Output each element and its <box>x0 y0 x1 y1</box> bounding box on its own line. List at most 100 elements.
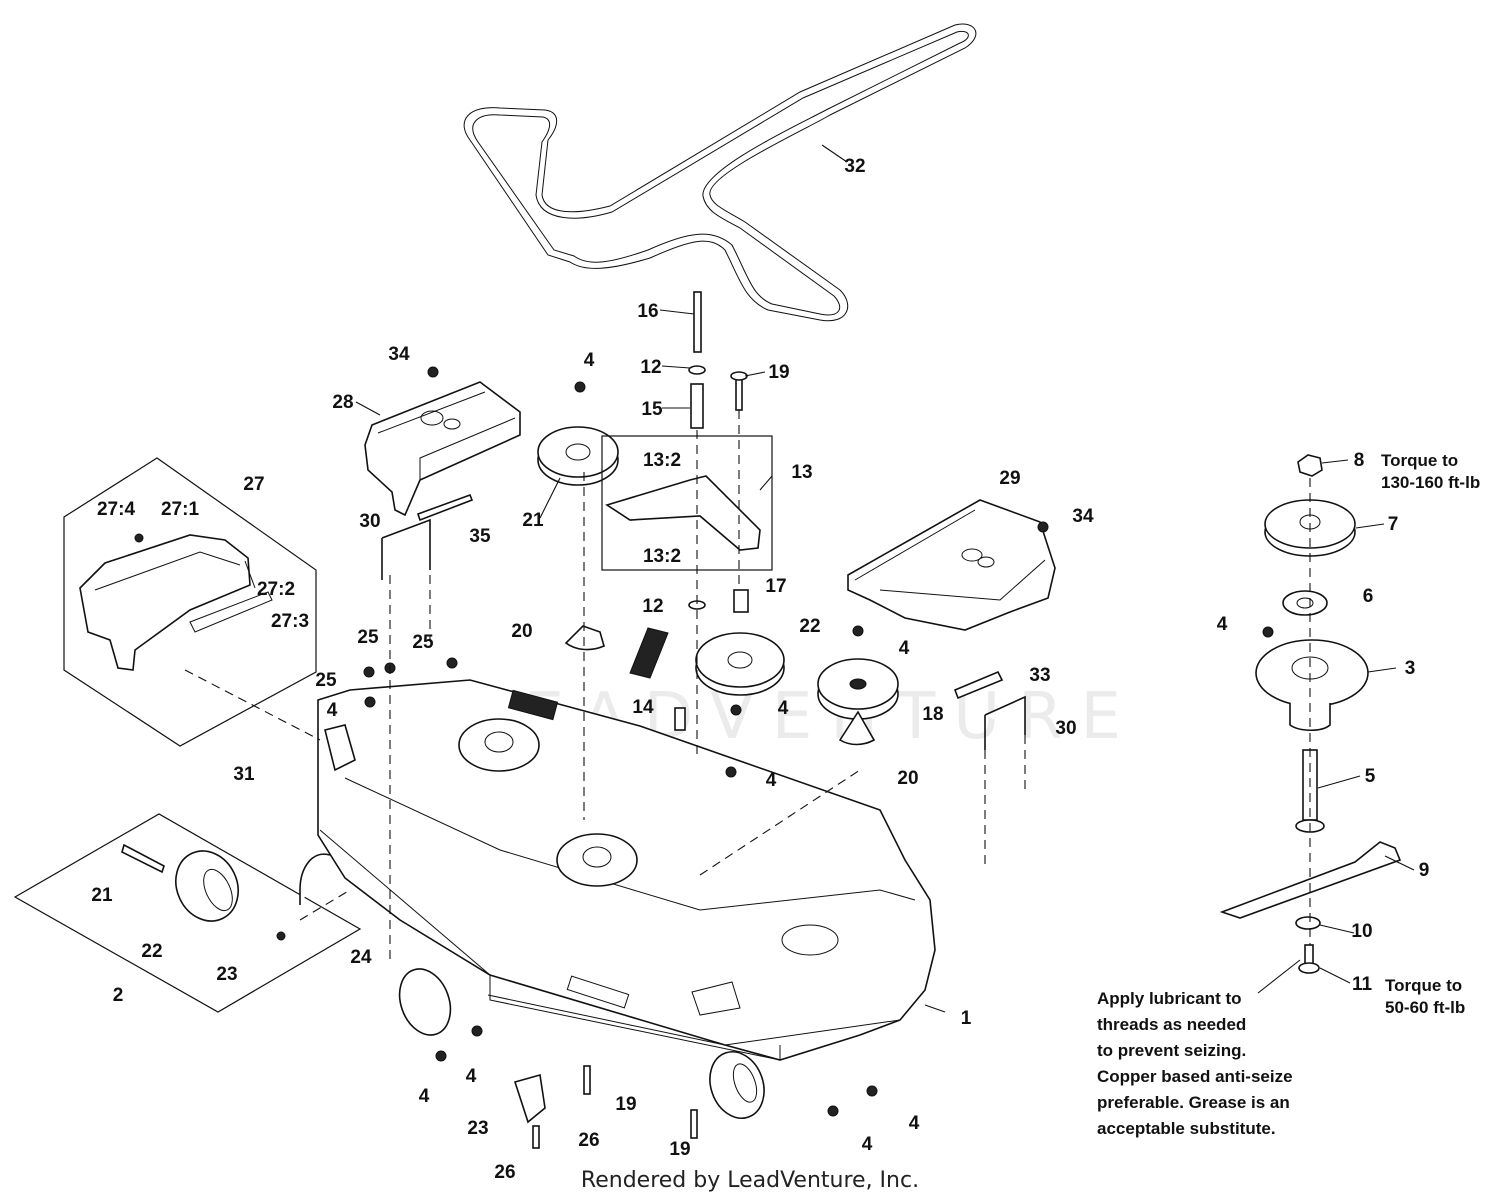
callout-4[interactable]: 4 <box>419 1086 430 1107</box>
idler-pulley-part-18[interactable] <box>817 658 899 720</box>
discharge-chute-part-27[interactable] <box>63 457 317 747</box>
callout-4[interactable]: 4 <box>766 770 777 791</box>
belt-part-32[interactable] <box>463 23 977 322</box>
lubricant-note-line-5: preferable. Grease is an <box>1097 1093 1290 1112</box>
callout-12[interactable]: 12 <box>642 596 663 617</box>
callout-35[interactable]: 35 <box>469 526 491 547</box>
callout-3[interactable]: 3 <box>1405 658 1416 679</box>
callout-16[interactable]: 16 <box>637 301 658 322</box>
torque-note-top-line-2: 130-160 ft-lb <box>1381 473 1480 492</box>
leader-lines <box>355 144 1415 1013</box>
footer-credit: Rendered by LeadVenture, Inc. <box>580 1168 920 1193</box>
nut-part-8[interactable] <box>1297 454 1323 477</box>
callout-4[interactable]: 4 <box>584 350 595 371</box>
callout-15[interactable]: 15 <box>641 399 663 420</box>
callout-26[interactable]: 26 <box>578 1130 599 1151</box>
callout-31[interactable]: 31 <box>233 764 255 785</box>
callout-4[interactable]: 4 <box>778 698 789 719</box>
callout-17[interactable]: 17 <box>765 576 786 597</box>
callout-4[interactable]: 4 <box>466 1066 477 1087</box>
callout-2[interactable]: 2 <box>113 985 124 1006</box>
caster-wheel-assembly-part-2[interactable] <box>13 813 362 1013</box>
torque-note-top-line-1: Torque to <box>1381 451 1458 470</box>
deck-housing-part-1[interactable] <box>299 679 936 1126</box>
callout-25[interactable]: 25 <box>315 670 337 691</box>
lubricant-note-line-6: acceptable substitute. <box>1097 1119 1276 1138</box>
lubricant-note-line-3: to prevent seizing. <box>1097 1041 1246 1060</box>
callout-34[interactable]: 34 <box>1072 506 1094 527</box>
callout-19[interactable]: 19 <box>615 1094 636 1115</box>
flat-idler-pulley-part-22[interactable] <box>695 632 785 696</box>
callout-6[interactable]: 6 <box>1363 586 1374 607</box>
callout-27[interactable]: 27 <box>243 474 264 495</box>
spindle-shaft-part-5[interactable] <box>1295 749 1325 833</box>
belt-cover-part-29[interactable] <box>847 499 1056 700</box>
lubricant-note-line-1: Apply lubricant to <box>1097 989 1242 1008</box>
callout-21[interactable]: 21 <box>91 885 113 906</box>
callout-30[interactable]: 30 <box>1055 718 1076 739</box>
callout-4[interactable]: 4 <box>899 638 910 659</box>
callout-24[interactable]: 24 <box>350 947 372 968</box>
callout-26[interactable]: 26 <box>494 1162 515 1183</box>
torque-note-bottom-line-2: 50-60 ft-lb <box>1385 998 1465 1017</box>
callout-13[interactable]: 13 <box>791 462 812 483</box>
spindle-housing-part-3[interactable] <box>1255 639 1369 732</box>
torque-note-top: Torque to 130-160 ft-lb <box>1381 451 1480 492</box>
callout-13-2[interactable]: 13:2 <box>643 450 681 471</box>
callout-19[interactable]: 19 <box>669 1139 690 1160</box>
callout-4[interactable]: 4 <box>862 1134 873 1155</box>
callout-22[interactable]: 22 <box>141 941 162 962</box>
callout-13-2[interactable]: 13:2 <box>643 546 681 567</box>
assembly-lines <box>184 410 1311 960</box>
callout-27-1[interactable]: 27:1 <box>161 499 199 520</box>
torque-note-bottom: Torque to 50-60 ft-lb <box>1385 976 1465 1017</box>
callout-20[interactable]: 20 <box>897 768 918 789</box>
callout-7[interactable]: 7 <box>1388 514 1399 535</box>
hardware-parts <box>363 291 1274 1149</box>
callout-19[interactable]: 19 <box>768 362 789 383</box>
callout-27-4[interactable]: 27:4 <box>97 499 135 520</box>
callout-21[interactable]: 21 <box>522 510 544 531</box>
callout-22[interactable]: 22 <box>799 616 820 637</box>
lubricant-note-line-2: threads as needed <box>1097 1015 1246 1034</box>
callout-25[interactable]: 25 <box>357 627 379 648</box>
callout-30[interactable]: 30 <box>359 511 380 532</box>
torque-note-bottom-line-1: Torque to <box>1385 976 1462 995</box>
callout-4[interactable]: 4 <box>327 700 338 721</box>
bolt-part-11[interactable] <box>1298 944 1320 974</box>
callout-29[interactable]: 29 <box>999 468 1020 489</box>
spacer-part-6[interactable] <box>1282 590 1328 616</box>
callout-4[interactable]: 4 <box>909 1113 920 1134</box>
idler-arm-part-13[interactable] <box>601 435 773 571</box>
callout-4[interactable]: 4 <box>1217 614 1228 635</box>
callout-1[interactable]: 1 <box>961 1008 972 1029</box>
washer-part-10[interactable] <box>1295 916 1321 930</box>
callout-20[interactable]: 20 <box>511 621 532 642</box>
callout-27-3[interactable]: 27:3 <box>271 611 309 632</box>
callout-34[interactable]: 34 <box>388 344 410 365</box>
belt-cover-part-28[interactable] <box>364 381 521 522</box>
callout-10[interactable]: 10 <box>1351 921 1372 942</box>
idler-pulley-part-21[interactable] <box>537 426 619 486</box>
callout-14[interactable]: 14 <box>632 697 654 718</box>
spring-part-14[interactable] <box>629 627 669 679</box>
callout-5[interactable]: 5 <box>1365 766 1376 787</box>
callout-33[interactable]: 33 <box>1029 665 1050 686</box>
callout-23[interactable]: 23 <box>467 1118 488 1139</box>
lubricant-note: Apply lubricant to threads as needed to … <box>1097 989 1293 1138</box>
callout-8[interactable]: 8 <box>1354 450 1365 471</box>
callout-23[interactable]: 23 <box>216 964 237 985</box>
callout-11[interactable]: 11 <box>1352 974 1373 995</box>
callout-27-2[interactable]: 27:2 <box>257 579 295 600</box>
callout-32[interactable]: 32 <box>844 156 865 177</box>
blade-part-9[interactable] <box>1219 841 1402 919</box>
lubricant-note-line-4: Copper based anti-seize <box>1097 1067 1293 1086</box>
pulley-guard-part-20[interactable] <box>564 625 876 746</box>
callout-9[interactable]: 9 <box>1419 860 1430 881</box>
callout-18[interactable]: 18 <box>922 704 943 725</box>
callout-12[interactable]: 12 <box>640 357 661 378</box>
callout-28[interactable]: 28 <box>332 392 353 413</box>
callout-25[interactable]: 25 <box>412 632 434 653</box>
